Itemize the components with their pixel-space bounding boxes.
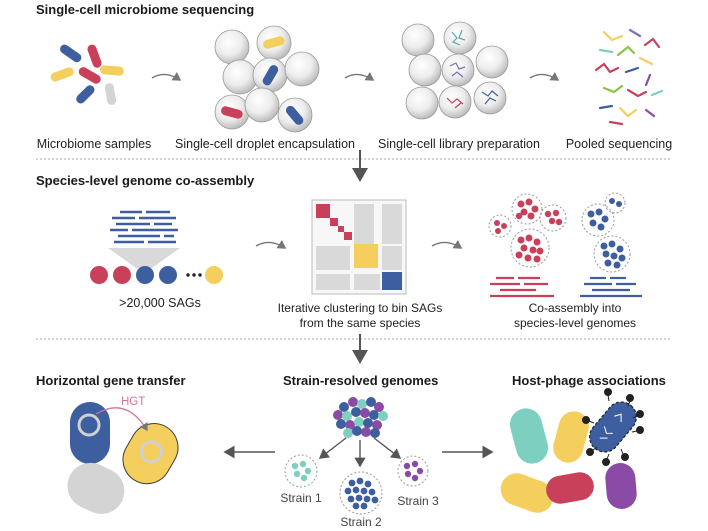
step-label-sags: >20,000 SAGs [119, 296, 201, 310]
step-label-droplet-encapsulation: Single-cell droplet encapsulation [175, 137, 355, 151]
strain-3-label: Strain 3 [397, 494, 439, 508]
flow-arrow [431, 240, 463, 249]
droplet-encapsulation-icon [214, 25, 320, 133]
pooled-reads-icon [594, 28, 664, 126]
flow-arrow [151, 72, 182, 81]
step-label-microbiome-samples: Microbiome samples [36, 137, 152, 151]
section-title-strain-resolved: Strain-resolved genomes [283, 373, 439, 388]
strain-1-cluster-icon [284, 454, 318, 488]
funnel-icon [108, 248, 180, 268]
coassembled-reads-icon [490, 276, 642, 298]
strain-1-label: Strain 1 [280, 491, 322, 505]
clustering-matrix-icon [311, 199, 407, 295]
step-label-pooled-sequencing: Pooled sequencing [565, 137, 673, 151]
flow-arrow [344, 72, 375, 81]
step-label-clustering-line1: Iterative clustering to bin SAGs [277, 301, 443, 315]
hgt-cells-icon [67, 402, 179, 514]
section-title-sequencing: Single-cell microbiome sequencing [36, 2, 255, 17]
strain-3-cluster-icon [397, 455, 429, 487]
step-label-library-preparation: Single-cell library preparation [378, 137, 540, 151]
sag-reads-icon [110, 210, 178, 244]
flow-arrow [255, 240, 287, 249]
library-preparation-icon [401, 21, 509, 120]
step-label-clustering-line2: from the same species [299, 316, 421, 330]
microbiome-samples-icon [50, 44, 124, 105]
hgt-label: HGT [121, 396, 146, 408]
section-title-coassembly: Species-level genome co-assembly [36, 173, 255, 188]
host-phage-cells-icon [500, 388, 644, 513]
step-label-coassembly-line2: species-level genomes [513, 316, 637, 330]
strain-2-label: Strain 2 [340, 515, 382, 529]
section-title-host-phage: Host-phage associations [512, 373, 666, 388]
step-label-coassembly-line1: Co-assembly into [528, 301, 622, 315]
strain-2-cluster-icon [339, 471, 383, 515]
flow-arrow [529, 72, 560, 81]
species-clusters-icon [488, 192, 631, 273]
strain-mixture-icon [333, 397, 388, 438]
sag-circles-icon [90, 266, 223, 284]
section-title-hgt: Horizontal gene transfer [36, 373, 186, 388]
